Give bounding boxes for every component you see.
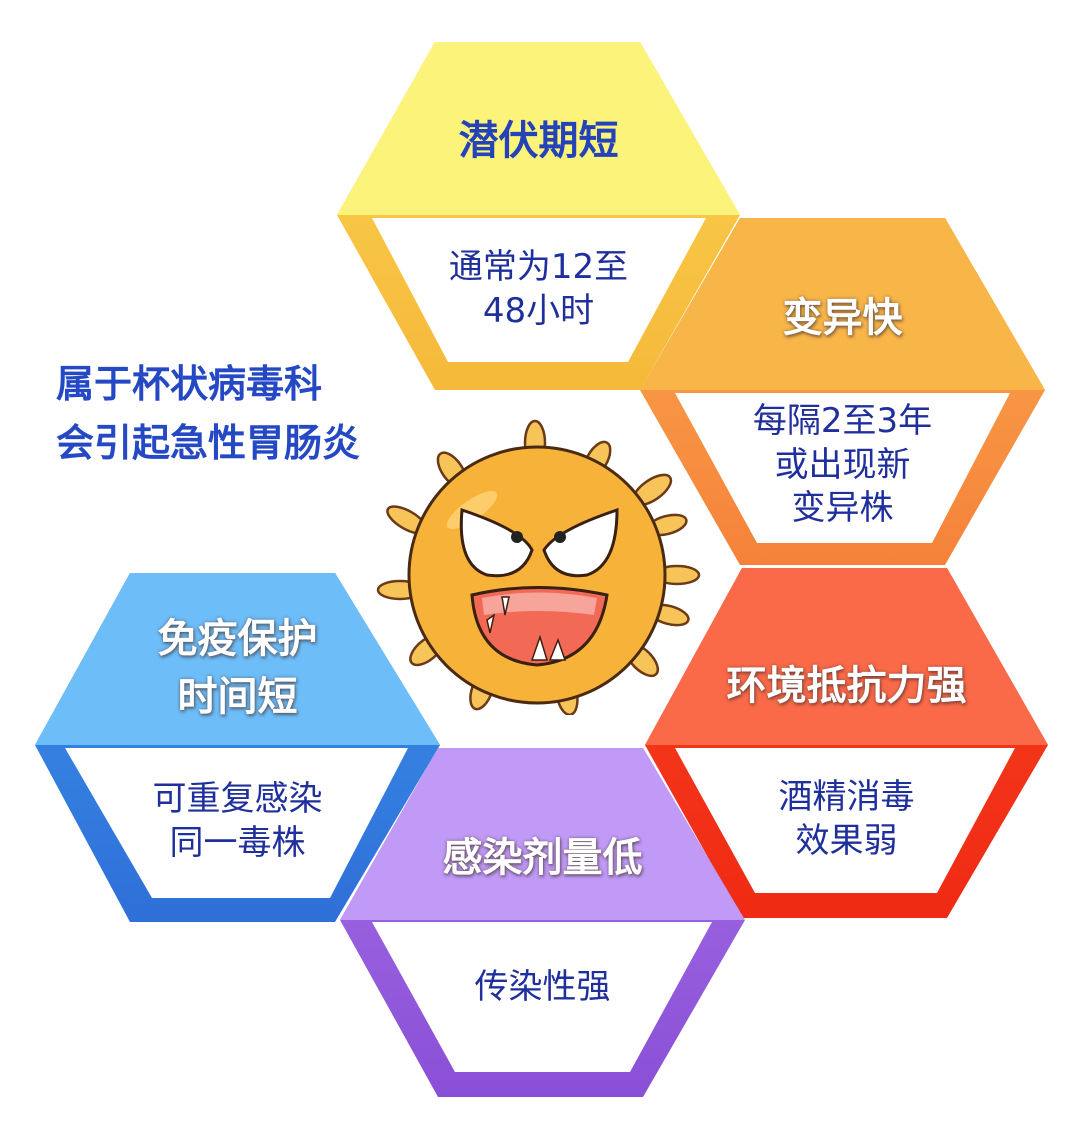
desc-line: 每隔2至3年	[752, 401, 933, 441]
hex-desc-mutation: 每隔2至3年 或出现新 变异株	[640, 400, 1045, 531]
hex-title-dose: 感染剂量低	[442, 835, 643, 881]
hexagon-environment	[645, 568, 1048, 918]
virus-cartoon-icon	[376, 419, 701, 715]
desc-line: 传染性强	[474, 967, 611, 1007]
title-line: 免疫保护	[157, 616, 318, 662]
intro-line-1: 属于杯状病毒科	[56, 362, 323, 406]
intro-line-2: 会引起急性胃肠炎	[56, 420, 361, 465]
hex-desc-incubation: 通常为12至 48小时	[337, 246, 740, 333]
desc-line: 48小时	[482, 290, 595, 331]
hexagon-dose	[340, 748, 745, 1097]
hexagon-mutation	[640, 218, 1045, 565]
desc-line: 效果弱	[795, 820, 898, 861]
hex-desc-environment: 酒精消毒 效果弱	[645, 776, 1048, 863]
title-line: 时间短	[177, 674, 298, 720]
hex-title-mutation: 变异快	[782, 295, 903, 341]
intro-note: 属于杯状病毒科 会引起急性胃肠炎	[56, 355, 360, 473]
hexagon-incubation	[337, 42, 740, 390]
hexagon-immunity	[35, 573, 440, 922]
hex-title-environment: 环境抵抗力强	[726, 663, 967, 709]
desc-line: 同一毒株	[169, 822, 306, 863]
desc-line: 通常为12至	[448, 247, 629, 287]
hex-desc-immunity: 可重复感染 同一毒株	[35, 778, 440, 865]
hex-title-immunity: 免疫保护 时间短	[35, 610, 440, 726]
desc-line: 可重复感染	[152, 779, 323, 819]
hex-title-incubation: 潜伏期短	[458, 118, 619, 164]
hex-desc-dose: 传染性强	[340, 966, 745, 1010]
desc-line: 或出现新	[774, 444, 911, 485]
desc-line: 变异株	[791, 488, 894, 529]
desc-line: 酒精消毒	[778, 777, 915, 817]
